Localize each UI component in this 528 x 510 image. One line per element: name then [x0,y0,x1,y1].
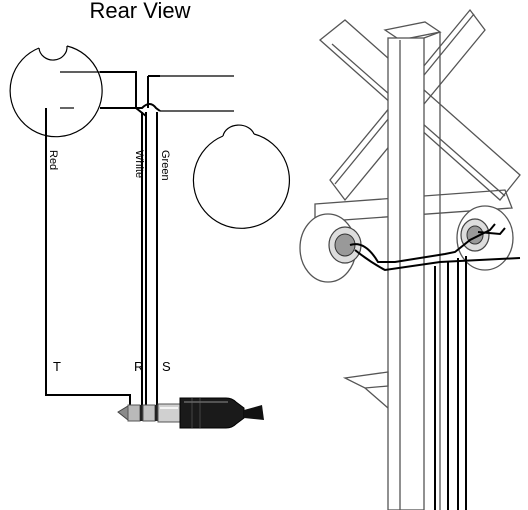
vertical-wires [45,108,158,410]
right-lamp-circle [160,75,291,229]
wire-label-white: White [133,150,145,178]
trs-audio-plug [117,397,264,429]
wire-label-green: Green [159,150,171,181]
rear-view-title: Rear View [89,0,190,23]
lamp-cross-wiring [100,71,161,117]
plug-label-sleeve: S [162,359,171,374]
red-wire [45,108,131,410]
crossbuck-signal-illustration [299,8,521,510]
plug-label-tip: T [53,359,61,374]
plug-label-ring: R [134,359,143,374]
wire-label-red: Red [47,150,59,170]
left-lamp-circle [9,45,103,138]
